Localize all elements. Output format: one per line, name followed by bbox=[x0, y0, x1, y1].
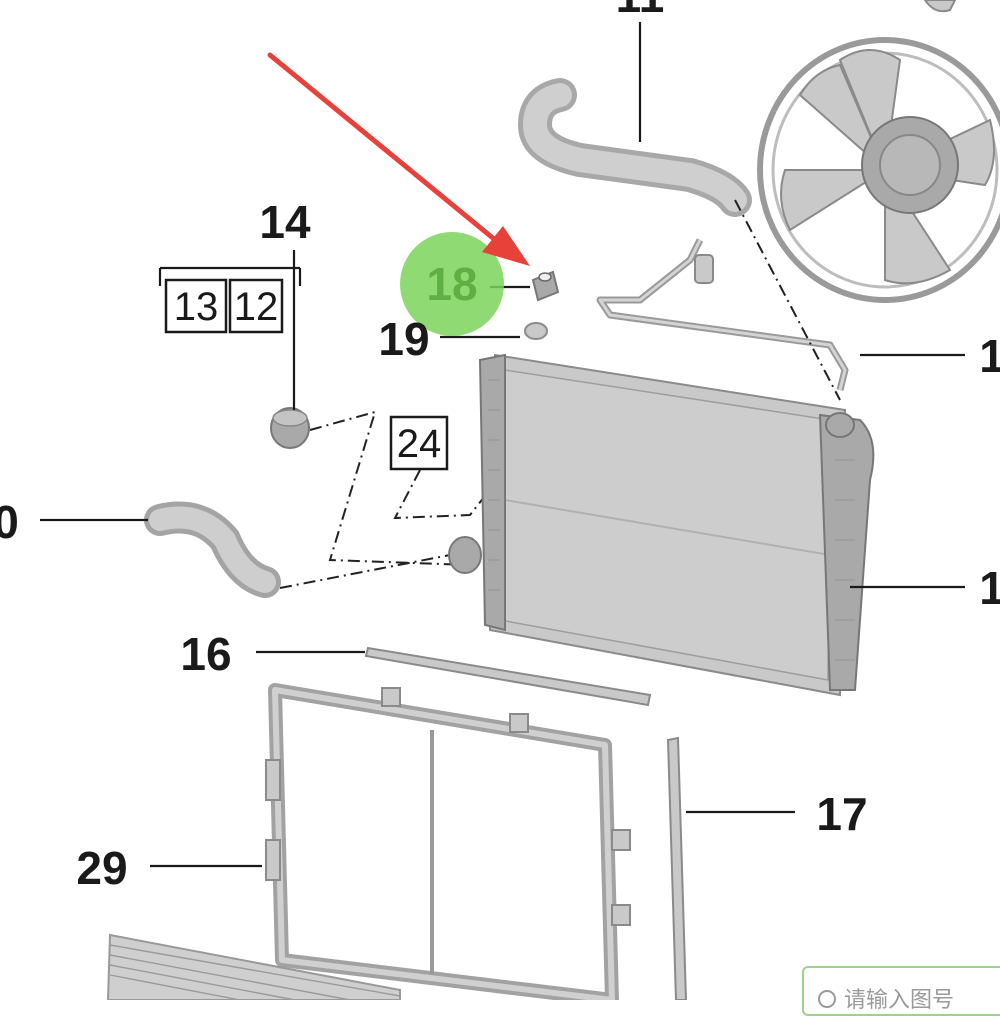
radiator-inlet bbox=[825, 412, 855, 438]
bracket-13-12 bbox=[158, 266, 302, 286]
assembly-line bbox=[309, 410, 471, 566]
red-arrow-icon bbox=[267, 52, 530, 266]
callout-17: 17 bbox=[816, 788, 867, 840]
callout-16: 16 bbox=[180, 628, 231, 680]
part-number-search-input[interactable]: 请输入图号 bbox=[802, 966, 1000, 1016]
assembly-line bbox=[279, 554, 451, 589]
grommet bbox=[524, 322, 548, 340]
radiator-fins bbox=[488, 379, 855, 661]
small-bracket bbox=[923, 0, 957, 13]
highlight-circle bbox=[400, 232, 504, 336]
callout-12: 12 bbox=[234, 285, 279, 329]
callout-18: 18 bbox=[426, 258, 477, 310]
box-24 bbox=[389, 415, 449, 471]
callout-14: 14 bbox=[259, 196, 311, 248]
callout-1-radiator: 1 bbox=[979, 562, 1000, 614]
fan-assembly bbox=[757, 37, 1000, 303]
callout-11: 11 bbox=[616, 0, 665, 22]
bleed-line bbox=[596, 238, 849, 391]
callout-13: 13 bbox=[174, 285, 219, 329]
assembly-line bbox=[393, 469, 489, 520]
sensor bbox=[694, 254, 714, 284]
callout-10: 0 bbox=[0, 496, 19, 548]
callout-1-top: 1 bbox=[979, 330, 1000, 382]
callout-29: 29 bbox=[76, 842, 127, 894]
seal-strip bbox=[364, 646, 652, 707]
side-seal bbox=[666, 736, 688, 1001]
callout-19: 19 bbox=[378, 313, 429, 365]
search-icon bbox=[818, 990, 836, 1008]
mounting-frame bbox=[265, 683, 631, 1007]
radiator bbox=[478, 353, 875, 697]
box-13 bbox=[164, 278, 228, 334]
radiator-outlet bbox=[448, 536, 482, 574]
box-12 bbox=[228, 278, 284, 334]
callout-24: 24 bbox=[397, 422, 442, 466]
